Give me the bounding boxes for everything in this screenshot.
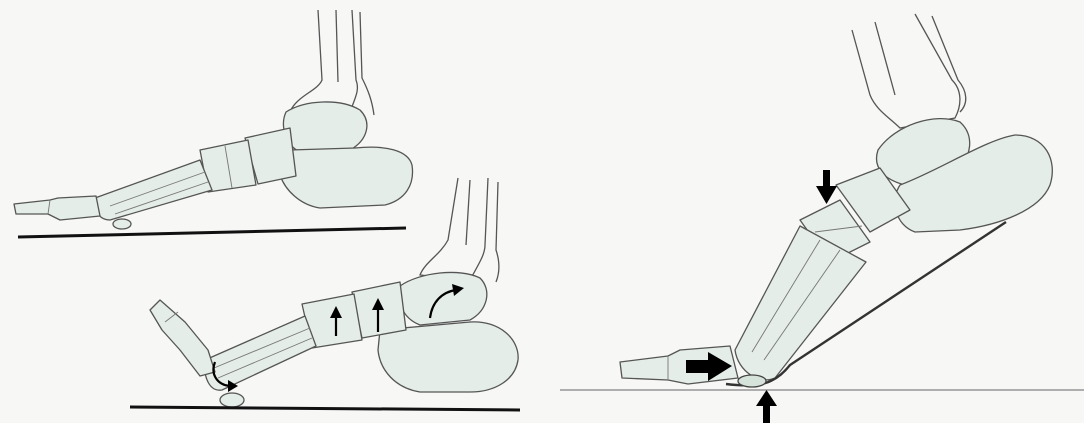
talus-bone [284, 102, 367, 152]
sesamoid-bone-2 [220, 393, 244, 407]
down-arrow-navicular [816, 170, 837, 204]
sesamoid-bone [113, 219, 131, 229]
panel-neutral-foot [14, 10, 413, 237]
talus-bone-2 [399, 272, 487, 325]
panel-heel-raised-foot [560, 14, 1084, 423]
phalanges-bones [14, 196, 100, 220]
up-arrow-ground [756, 390, 777, 423]
tibia-fibula-pronated [420, 178, 499, 282]
calcaneus-bone [280, 147, 413, 208]
ground-line-neutral [18, 228, 406, 237]
metatarsal-bones-2 [205, 316, 316, 390]
phalanges-bones-2 [150, 300, 215, 376]
tibia-fibula-neutral [292, 10, 374, 115]
ground-line-pronated [130, 407, 520, 410]
tibia-fibula-raised [852, 14, 966, 128]
sesamoid-bone-3 [738, 375, 766, 387]
panel-pronated-foot [130, 178, 520, 410]
calcaneus-bone-2 [378, 322, 518, 392]
